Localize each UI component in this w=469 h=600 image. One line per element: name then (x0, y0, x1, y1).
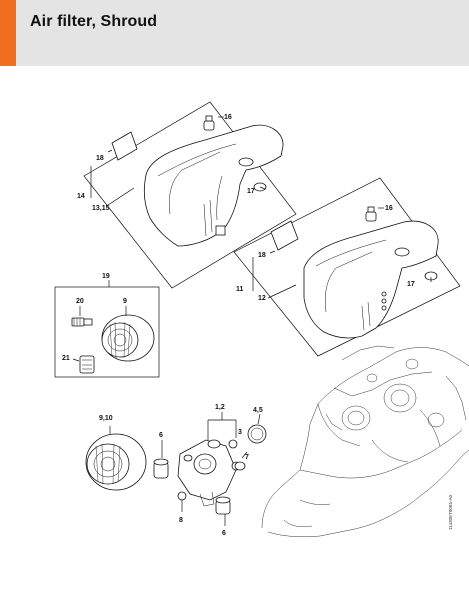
carburetor-adapter-group: 6 1,2 3 4,5 7 (153, 404, 267, 537)
callout-16a: 16 (224, 114, 232, 121)
knob-part-16a (203, 115, 215, 131)
callout-16b: 16 (385, 205, 393, 212)
air-filter-part-9-10 (85, 433, 147, 491)
filter-kit-group: 19 20 9 21 (54, 273, 160, 378)
callout-18a: 18 (96, 155, 104, 162)
shroud-upper-frame (83, 101, 297, 289)
accent-stripe (0, 0, 16, 66)
nozzle-part-6b (215, 496, 231, 515)
nozzle-part-6a (153, 458, 169, 479)
gasket-part-18b (270, 220, 299, 251)
page-title: Air filter, Shroud (30, 13, 158, 30)
callout-18b: 18 (258, 252, 266, 259)
callout-6b: 6 (222, 530, 226, 537)
callout-20: 20 (76, 298, 84, 305)
callout-3: 3 (238, 429, 242, 436)
shroud-lower-group: 16 18 11 12 17 (233, 177, 461, 357)
shroud-upper-part (143, 124, 284, 247)
callout-4-5: 4,5 (253, 407, 263, 414)
callout-6a: 6 (159, 432, 163, 439)
header-bar: Air filter, Shroud (0, 0, 469, 66)
shroud-upper-group: 16 18 14 13,15 17 (77, 101, 297, 289)
shroud-lower-part (303, 220, 439, 339)
filter-kit-box (54, 286, 160, 378)
callout-8: 8 (179, 517, 183, 524)
callout-17a: 17 (247, 188, 255, 195)
gasket-part-18a (111, 131, 138, 161)
callout-19: 19 (102, 273, 110, 280)
air-filter-part-9 (101, 314, 155, 362)
prefilter-part-21 (79, 355, 95, 374)
callout-11: 11 (236, 286, 244, 293)
fitting-part-20 (71, 317, 93, 327)
shroud-lower-frame (233, 177, 461, 357)
callout-14: 14 (77, 193, 85, 200)
chainsaw-outline (261, 345, 469, 538)
screw-part-8 (177, 491, 187, 501)
document-id: 11430ET0065-A0 (448, 495, 453, 530)
valve-part-7 (234, 461, 246, 471)
callout-7: 7 (245, 454, 249, 461)
callout-21: 21 (62, 355, 70, 362)
callout-1-2: 1,2 (215, 404, 225, 411)
callout-17b: 17 (407, 281, 415, 288)
oring-part-3 (228, 439, 238, 449)
callout-9-10: 9,10 (99, 415, 113, 422)
callout-13-15: 13,15 (92, 205, 110, 212)
adapter-part-1-2 (177, 439, 241, 507)
knob-part-16b (365, 206, 377, 222)
callout-9: 9 (123, 298, 127, 305)
callout-12: 12 (258, 295, 266, 302)
ring-part-4-5 (247, 424, 267, 444)
